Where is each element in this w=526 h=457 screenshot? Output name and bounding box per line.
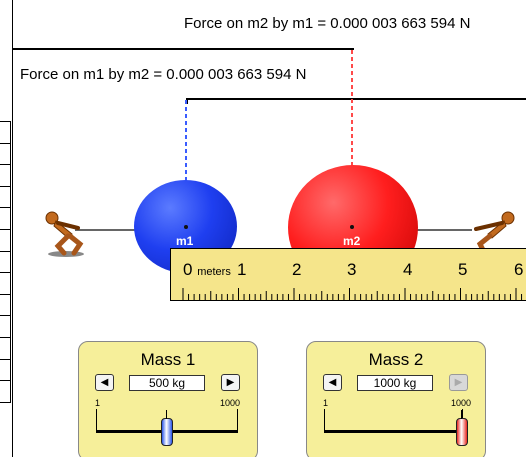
m2-label: m2 [343,234,361,248]
table-row [0,316,10,338]
mass-2-max-label: 1000 [451,398,472,408]
ruler-number: 4 [403,260,413,279]
side-table-edge [0,121,11,403]
table-row [0,360,10,382]
m1-label: m1 [176,234,194,248]
left-puller-figure-icon [45,211,84,257]
table-row [0,381,10,403]
frame-bracket-lower [186,98,526,100]
mass-1-title: Mass 1 [140,350,196,369]
force-on-m1-label: Force on m1 by m2 = 0.000 003 663 594 N [20,66,307,83]
m2-center-dot [350,225,354,229]
table-row [0,208,10,230]
ruler-number: 1 [237,260,247,279]
left-rope [75,229,185,231]
force-on-m2-label: Force on m2 by m1 = 0.000 003 663 594 N [184,15,471,32]
mass-1-slider-max-tick [237,409,238,431]
ruler-number: 5 [458,260,468,279]
ruler-unit-label: meters [197,266,231,278]
mass-1-increase-button[interactable]: ▶ [221,374,240,391]
table-row [0,165,10,187]
mass-2-increase-button[interactable]: ▶ [449,374,468,391]
mass-2-min-label: 1 [323,398,329,408]
mass-2-slider-min-tick [324,409,325,431]
measuring-ruler[interactable]: 0 meters 1 2 3 4 5 6 [170,248,526,301]
mass-1-min-label: 1 [95,398,101,408]
mass-1-value-field[interactable]: 500 kg [129,375,205,391]
table-row [0,273,10,295]
mass-2-slider-track[interactable] [324,430,463,433]
table-row [0,122,10,144]
mass-1-control-panel: Mass 1 ◀ 500 kg ▶ 1 1000 [78,341,258,457]
m1-center-dot [184,225,188,229]
mass-2-value-field[interactable]: 1000 kg [357,375,433,391]
ruler-number: 6 [514,260,524,279]
ruler-number: 0 meters [183,260,231,279]
frame-left-border [12,0,13,457]
mass-2-control-panel: Mass 2 ◀ 1000 kg ▶ 1 1000 [306,341,486,457]
mass-1-max-label: 1000 [220,398,241,408]
table-row [0,144,10,166]
table-row [0,230,10,252]
table-row [0,338,10,360]
mass-2-slider-thumb[interactable] [456,410,468,446]
mass-2-title: Mass 2 [368,350,424,369]
frame-bracket-top [12,48,354,50]
mass-1-decrease-button[interactable]: ◀ [95,374,114,391]
ruler-number: 3 [347,260,357,279]
ruler-number: 2 [292,260,302,279]
mass-2-thumb-notch [461,410,462,419]
table-row [0,295,10,317]
table-row [0,187,10,209]
mass-2-decrease-button[interactable]: ◀ [323,374,342,391]
frame-bracket-drop [186,98,188,104]
mass-1-thumb-notch [165,410,167,419]
table-row [0,252,10,274]
mass-1-slider-thumb[interactable] [160,410,173,446]
mass-1-slider-min-tick [96,409,97,431]
ruler-ticks [182,288,523,300]
